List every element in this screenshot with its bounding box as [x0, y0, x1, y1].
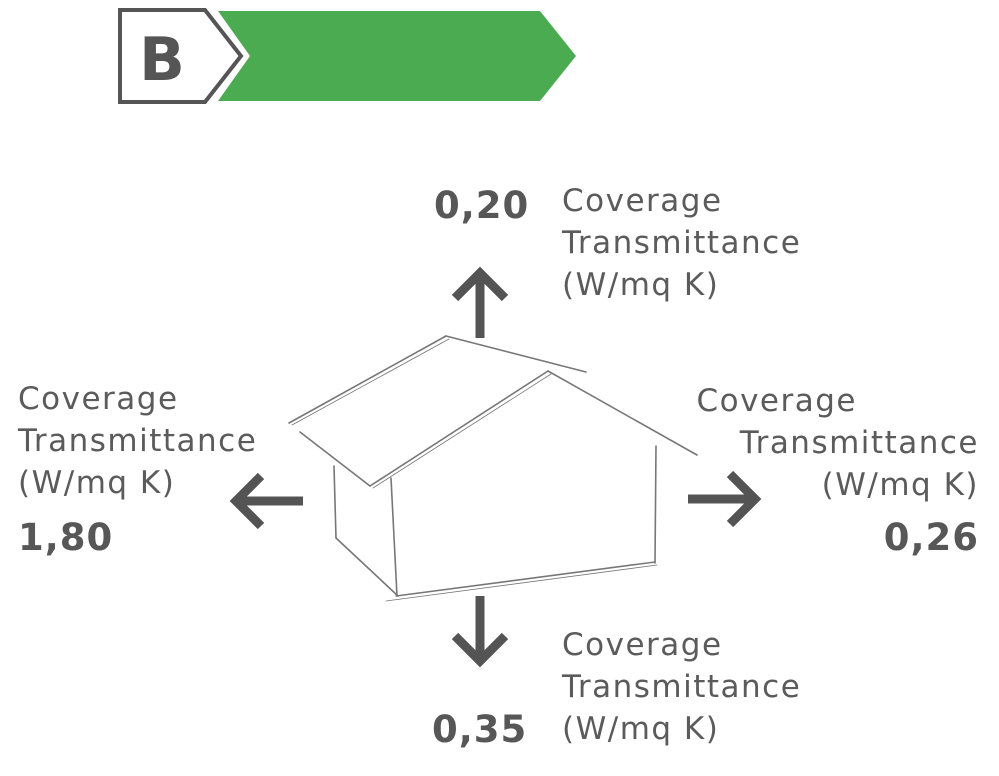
rating-bar — [218, 11, 576, 101]
right-value: 0,26 — [883, 516, 979, 559]
top-label-line3: (W/mq K) — [562, 267, 720, 303]
rating-letter-frame — [118, 8, 244, 104]
bottom-value: 0,35 — [432, 708, 528, 751]
bottom-label: Coverage Transmittance (W/mq K) — [562, 624, 801, 750]
top-label: Coverage Transmittance (W/mq K) — [562, 180, 801, 306]
right-label-line2: Transmittance — [739, 425, 979, 461]
house-sketch-icon — [288, 335, 698, 602]
top-label-line2: Transmittance — [562, 225, 802, 261]
right-label-line1: Coverage — [696, 383, 857, 419]
arrow-down-icon — [451, 596, 509, 668]
left-label-line2: Transmittance — [18, 423, 258, 459]
left-label-line1: Coverage — [18, 381, 179, 417]
right-label-line3: (W/mq K) — [821, 467, 979, 503]
top-label-line1: Coverage — [562, 183, 723, 219]
bottom-label-line3: (W/mq K) — [562, 711, 720, 747]
arrow-left-icon — [229, 472, 303, 530]
energy-rating-badge: B — [118, 8, 576, 104]
left-value: 1,80 — [18, 516, 114, 559]
left-label: Coverage Transmittance (W/mq K) — [18, 378, 257, 504]
bottom-label-line2: Transmittance — [562, 669, 802, 705]
left-label-line3: (W/mq K) — [18, 465, 176, 501]
rating-letter: B — [139, 25, 185, 95]
right-label: Coverage Transmittance (W/mq K) — [696, 380, 979, 506]
bottom-label-line1: Coverage — [562, 627, 723, 663]
arrow-up-icon — [451, 266, 509, 338]
top-value: 0,20 — [434, 184, 530, 227]
arrow-right-icon — [688, 470, 762, 528]
